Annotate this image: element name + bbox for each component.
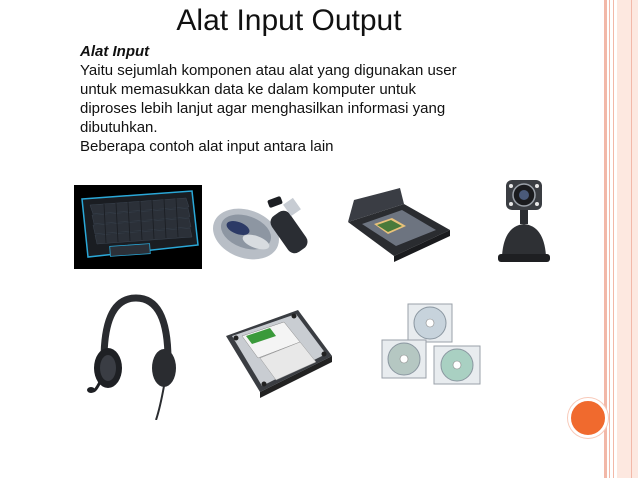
border-stripe — [631, 0, 632, 478]
border-stripe — [604, 0, 607, 478]
paragraph-line: Yaitu sejumlah komponen atau alat yang d… — [80, 62, 457, 79]
border-stripe-band — [617, 0, 638, 478]
cd-dvd-image — [378, 300, 488, 388]
webcam-image — [494, 176, 554, 268]
body-text: Alat Input Yaitu sejumlah komponen atau … — [80, 42, 500, 156]
mouse-and-flashdrive-image — [208, 190, 328, 266]
orange-circle-decoration — [568, 398, 608, 438]
paragraph-line: untuk memasukkan data ke dalam komputer … — [80, 81, 417, 98]
border-stripe — [613, 0, 614, 478]
scanner-image — [344, 186, 452, 262]
section-heading: Alat Input — [80, 43, 150, 60]
hard-drive-image — [220, 306, 336, 402]
paragraph-line: diproses lebih lanjut agar menghasilkan … — [80, 100, 446, 117]
border-stripe — [609, 0, 610, 478]
paragraph-line: dibutuhkan. — [80, 119, 158, 136]
closing-line: Beberapa contoh alat input antara lain — [80, 138, 334, 155]
slide-title: Alat Input Output — [176, 4, 402, 37]
keyboard-image — [74, 185, 202, 269]
headset-image — [86, 290, 178, 421]
